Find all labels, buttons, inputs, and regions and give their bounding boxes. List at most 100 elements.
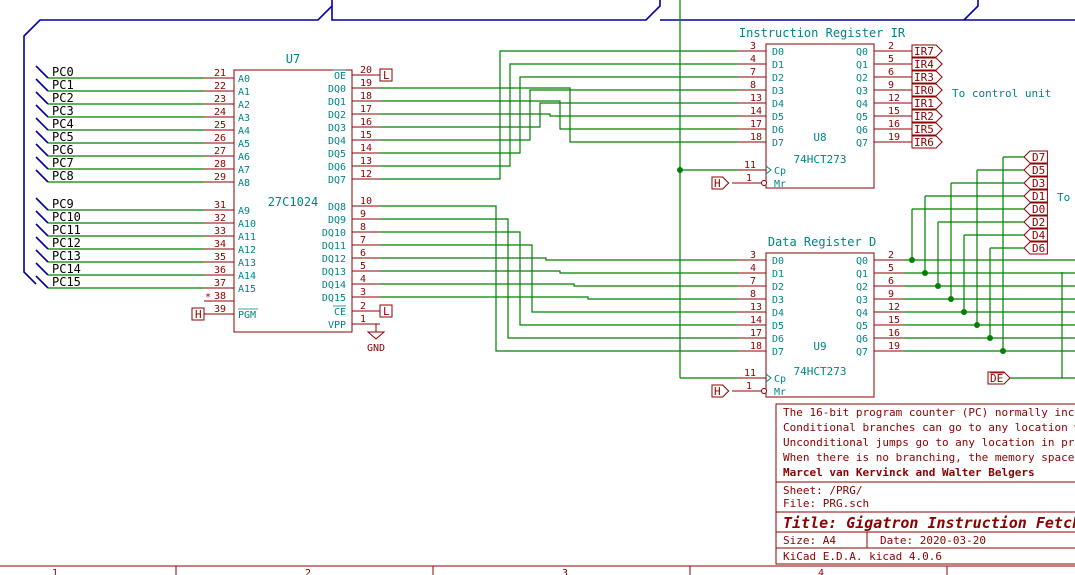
u9-pin-num: 12	[888, 302, 900, 313]
u7-pin-num: 7	[360, 235, 366, 246]
u9-pin-num: 8	[750, 289, 756, 300]
u8-pin-num: 13	[750, 93, 762, 104]
u7-pin-num: 2	[360, 301, 366, 312]
u9-body	[765, 252, 875, 398]
u8-pin-num: 16	[888, 119, 900, 130]
u8-mr-num: 1	[746, 173, 752, 184]
u9-pin-num: 14	[750, 315, 762, 326]
ir-label-ir6-shape	[911, 135, 943, 149]
u9-pin-name: D7	[772, 347, 784, 358]
u7-pin-name: A0	[238, 74, 250, 85]
tb-comment-1: The 16-bit program counter (PC) normally…	[783, 406, 1075, 419]
ir-label-ir0-shape	[911, 83, 943, 97]
u7-pin-num: 14	[360, 143, 372, 154]
zone-4: 4	[818, 568, 824, 575]
data-label-d6: D6	[1032, 242, 1045, 255]
u8-mr-h-label: H	[714, 177, 721, 190]
u7-pin-name: DQ4	[328, 136, 346, 147]
u8-pin-num: 6	[888, 67, 894, 78]
title-block: The 16-bit program counter (PC) normally…	[775, 403, 1075, 565]
u9-pin-name: Q0	[856, 256, 868, 267]
u7-pin-name: DQ13	[322, 267, 346, 278]
u7-pin-num: 1	[360, 314, 366, 325]
u7-pin-num: 26	[214, 133, 226, 144]
u9-ref: U9	[813, 340, 826, 353]
ir-label-ir4: IR4	[914, 58, 934, 71]
net-pc1: PC1	[52, 78, 74, 92]
u9-pin-name: D6	[772, 334, 784, 345]
u8-pin-name: Q2	[856, 73, 868, 84]
ir-label-ir3-shape	[911, 70, 943, 84]
u9-mr-h-label-shape	[711, 384, 730, 398]
tb-authors: Marcel van Kervinck and Walter Belgers	[783, 466, 1035, 479]
tb-date: Date: 2020-03-20	[880, 534, 986, 547]
net-pc13: PC13	[52, 249, 81, 263]
tb-comment-2: Conditional branches can go to any locat…	[783, 421, 1075, 434]
u7-pin-name: DQ9	[328, 215, 346, 226]
u7-pin-num: 39	[214, 304, 226, 315]
u7-pin-num: 37	[214, 278, 226, 289]
u9-pin-num: 2	[888, 250, 894, 261]
u7-pin-name: A11	[238, 232, 256, 243]
ir-label-ir7-shape	[911, 44, 943, 58]
data-label-d3: D3	[1032, 177, 1045, 190]
u8-pin-num: 9	[888, 80, 894, 91]
u7-pin-num: 15	[360, 130, 372, 141]
u8-pin-name: Q1	[856, 60, 868, 71]
net-pc4: PC4	[52, 117, 74, 131]
u7-pin-num: 29	[214, 172, 226, 183]
u7-pin-name: A5	[238, 139, 250, 150]
u7-pin-num: 3	[360, 287, 366, 298]
ir-label-ir7: IR7	[914, 45, 934, 58]
u7-pin-name: CE	[334, 307, 346, 318]
u9-pin-num: 15	[888, 315, 900, 326]
data-label-d5: D5	[1032, 164, 1045, 177]
net-pc6: PC6	[52, 143, 74, 157]
ir-label-ir5-shape	[911, 122, 943, 136]
data-label-d5-shape	[1023, 163, 1048, 177]
u9-pin-num: 9	[888, 289, 894, 300]
u7-pin-num: 17	[360, 104, 372, 115]
u9-pin-num: 4	[750, 263, 756, 274]
gnd-symbol	[366, 331, 386, 340]
net-pc12: PC12	[52, 236, 81, 250]
ce-l-label-shape	[379, 304, 393, 318]
u7-pin-num: 35	[214, 252, 226, 263]
no-connect-mark: *	[205, 292, 211, 303]
u7-pin-num: 24	[214, 107, 226, 118]
u9-pin-name: D4	[772, 308, 784, 319]
u7-value: 27C1024	[268, 195, 319, 209]
u9-pin-name: D1	[772, 269, 784, 280]
ir-label-ir4-shape	[911, 57, 943, 71]
u7-pin-num: 33	[214, 226, 226, 237]
u9-pin-name: Q2	[856, 282, 868, 293]
net-pc9: PC9	[52, 197, 74, 211]
ir-label-ir2: IR2	[914, 110, 934, 123]
u8-title: Instruction Register IR	[739, 26, 906, 40]
u8-mr-h-label-shape	[711, 176, 730, 190]
ce-l-label: L	[383, 305, 390, 318]
u8-pin-name: Q3	[856, 86, 868, 97]
u7-pin-name: A3	[238, 113, 250, 124]
net-pc8: PC8	[52, 169, 74, 183]
u7-pin-num: 25	[214, 120, 226, 131]
pgm-h-label-shape	[191, 307, 205, 321]
u7-pin-num: 20	[360, 65, 372, 76]
de-label: DE	[990, 372, 1003, 385]
zone-3: 3	[562, 568, 568, 575]
tb-size: Size: A4	[783, 534, 836, 547]
zone-2: 2	[305, 568, 311, 575]
u7-pin-name: A2	[238, 100, 250, 111]
u7-pin-num: 21	[214, 68, 226, 79]
d-note: To	[1057, 191, 1070, 204]
u8-pin-num: 3	[750, 41, 756, 52]
data-label-d0-shape	[1023, 202, 1048, 216]
u8-pin-num: 12	[888, 93, 900, 104]
u8-pin-num: 18	[750, 132, 762, 143]
data-label-d2-shape	[1023, 215, 1048, 229]
data-label-d1: D1	[1032, 190, 1045, 203]
u7-pin-name: A8	[238, 178, 250, 189]
net-pc3: PC3	[52, 104, 74, 118]
u8-cp-num: 11	[744, 160, 756, 171]
u9-pin-name: Q4	[856, 308, 868, 319]
